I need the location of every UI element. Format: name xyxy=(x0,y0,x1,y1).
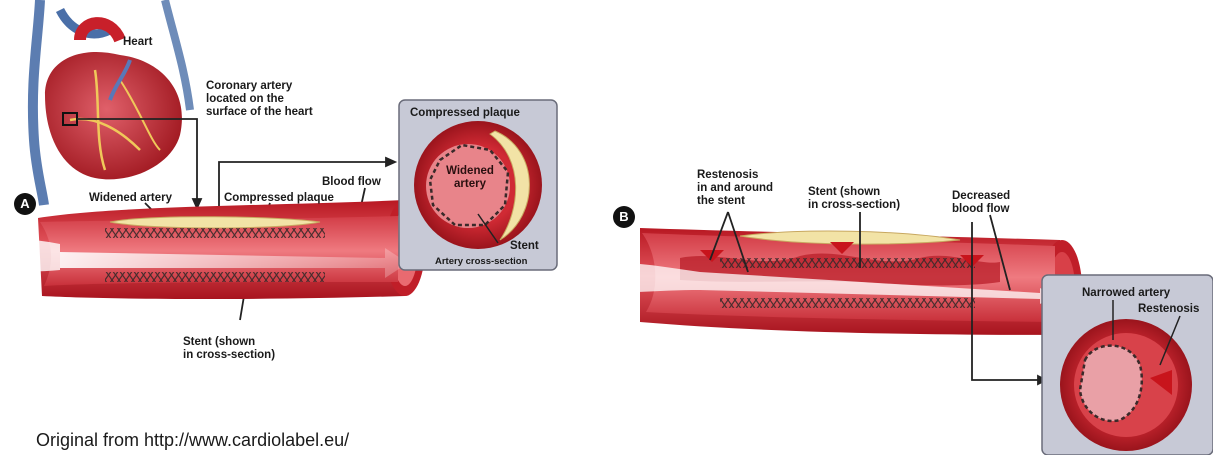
heart-illustration xyxy=(33,0,190,205)
compressed-plaque-label: Compressed plaque xyxy=(224,192,334,205)
inset-a-compressed-plaque-label: Compressed plaque xyxy=(410,107,520,120)
narrowed-artery-label: Narrowed artery xyxy=(1082,287,1170,300)
inset-b-restenosis-label: Restenosis xyxy=(1138,303,1199,316)
inset-a-widened-artery-label: Widened artery xyxy=(440,165,500,191)
artery-a xyxy=(0,200,425,299)
widened-artery-label: Widened artery xyxy=(89,192,172,205)
artery-cross-section-caption: Artery cross-section xyxy=(435,256,527,267)
artery-b xyxy=(600,228,1082,336)
heart-label: Heart xyxy=(123,36,152,49)
source-credit: Original from http://www.cardiolabel.eu/ xyxy=(36,430,349,450)
inset-a-stent-label: Stent xyxy=(510,240,539,253)
coronary-artery-label: Coronary artery located on the surface o… xyxy=(206,80,313,119)
panel-a-badge: A xyxy=(14,193,36,215)
stent-label-a: Stent (shown in cross-section) xyxy=(183,336,275,362)
inset-b xyxy=(1042,275,1213,455)
decreased-blood-flow-label: Decreased blood flow xyxy=(952,190,1010,216)
blood-flow-label: Blood flow xyxy=(322,176,381,189)
stent-label-b: Stent (shown in cross-section) xyxy=(808,186,900,212)
restenosis-label: Restenosis in and around the stent xyxy=(697,169,773,208)
panel-b-badge: B xyxy=(613,206,635,228)
